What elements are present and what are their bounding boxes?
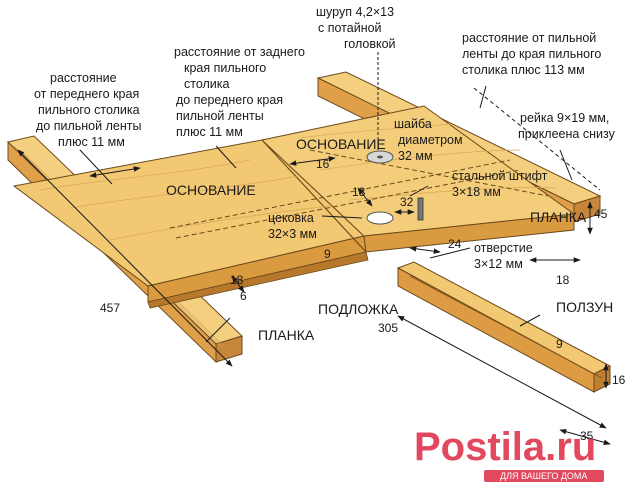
label-back-edge: расстояние от заднего края пильного стол… (174, 45, 308, 139)
label-screw: шуруп 4,2×13 с потайной головкой (316, 5, 398, 51)
dim-305: 305 (378, 321, 398, 335)
dim-9a: 9 (324, 247, 331, 261)
label-front-edge: расстояние от переднего края пильного ст… (34, 71, 145, 149)
dim-9b: 9 (556, 337, 563, 351)
dim-13: 13 (352, 185, 366, 199)
slider (396, 261, 612, 393)
label-base-right: ОСНОВАНИЕ (296, 136, 386, 152)
countersink (366, 211, 394, 225)
label-planka-right: ПЛАНКА (530, 209, 587, 225)
dim-6: 6 (240, 289, 247, 303)
label-washer: шайба диаметром 32 мм (394, 117, 466, 163)
steel-pin (417, 197, 424, 221)
dim-32: 32 (400, 195, 414, 209)
label-steel-pin: стальной штифт 3×18 мм (452, 169, 551, 199)
label-polzun: ПОЛЗУН (556, 299, 613, 315)
dim-18a: 18 (230, 273, 244, 287)
dim-18b: 18 (556, 273, 570, 287)
dimension-arrows (17, 87, 611, 445)
label-countersink: цековка 32×3 мм (268, 211, 317, 241)
watermark-text: Postila.ru (414, 425, 596, 469)
label-band-distance: расстояние от пильной ленты до края пиль… (462, 31, 605, 77)
label-planka-left: ПЛАНКА (258, 327, 315, 343)
label-podlozhka: ПОДЛОЖКА (318, 301, 399, 317)
watermark-subtext: ДЛЯ ВАШЕГО ДОМА (500, 471, 587, 481)
dim-457: 457 (100, 301, 120, 315)
dim-16: 16 (316, 157, 330, 171)
watermark: Postila.ru ДЛЯ ВАШЕГО ДОМА (414, 425, 604, 482)
dim-45: 45 (594, 207, 608, 221)
label-base-left: ОСНОВАНИЕ (166, 182, 256, 198)
dim-35: 35 (580, 429, 594, 443)
label-rail: рейка 9×19 мм, приклеена снизу (518, 111, 616, 141)
dim-16b: 16 (612, 373, 626, 387)
dim-24: 24 (448, 237, 462, 251)
label-hole: отверстие 3×12 мм (474, 241, 536, 271)
